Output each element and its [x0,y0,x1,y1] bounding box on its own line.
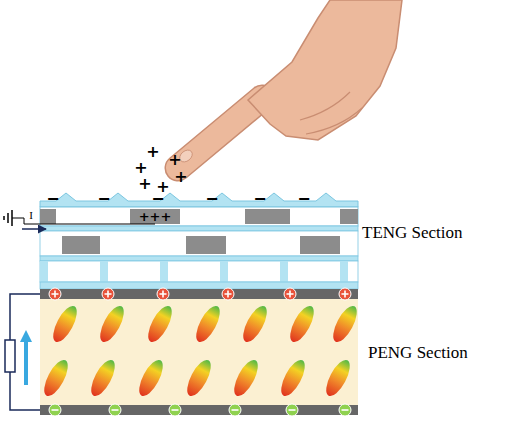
electrode-block [62,236,100,254]
dipole [87,357,120,400]
dipole [239,303,272,346]
charge-sign: − [297,191,310,207]
spacer-post [220,261,228,282]
section-label: TENG Section [362,224,463,241]
electrode-block [340,209,358,224]
spacer-layer [40,207,358,226]
charge-sign: + [138,176,151,192]
minus-mark [232,409,239,411]
hand-crease [300,92,350,120]
negative-charge-row [49,404,351,416]
plus-mark [52,291,59,298]
substrate-layer [40,226,358,231]
ground-symbol [3,216,5,220]
electrode-block [40,209,56,224]
negative-charge-symbol [229,404,241,416]
positive-charge-symbol [102,288,114,300]
charge-sign: + [146,144,159,160]
spacer-layer [40,261,358,282]
current-label: I [29,210,33,221]
negative-charge-symbol [169,404,181,416]
dipole [329,303,362,346]
negative-charge-symbol [286,404,298,416]
negative-charge-symbol [109,404,121,416]
dipole [183,357,216,400]
bottom-electrode [40,405,358,415]
positive-charge-symbol [339,288,351,300]
top-electrode [40,289,358,299]
minus-mark [112,409,119,411]
charge-sign: +++ [139,210,172,223]
plus-mark [160,291,167,298]
substrate-layer [40,282,358,289]
minus-mark [342,409,349,411]
charge-sign: + [134,160,147,176]
minus-mark [289,409,296,411]
spacer-post [280,261,288,282]
charge-sign: − [97,191,110,207]
current-arrow [22,228,46,230]
dipole [286,303,319,346]
ground-wire [12,218,155,224]
charge-sign: + [168,152,181,168]
electrode-block [186,236,226,254]
finger-outline [178,98,262,168]
dipole [96,303,129,346]
positive-charge-row [49,288,351,300]
negative-charge-symbol [49,404,61,416]
plus-mark [287,291,294,298]
charge-sign: + [174,169,187,185]
piezo-layer [40,299,358,405]
hand-palm [248,0,402,140]
spacer-post [160,261,168,282]
minus-mark [52,409,59,411]
charge-sign: − [46,191,59,207]
dipole [230,357,263,400]
dipole [49,303,82,346]
hand-crease [306,108,362,134]
plus-mark [225,291,232,298]
spacer-post [40,261,48,282]
dipole-row [40,357,355,400]
charge-sign: − [151,191,164,207]
positive-charge-symbol [157,288,169,300]
finger [178,98,262,168]
current-arrow [24,336,28,385]
positive-charge-symbol [49,288,61,300]
charge-sign: − [253,191,266,207]
spacer-post [100,261,108,282]
spacer-post [340,261,348,282]
section-label: PENG Section [368,344,468,361]
dipole [40,357,73,400]
resistor-symbol [5,340,15,372]
substrate-layer [40,256,358,261]
plus-mark [105,291,112,298]
electrode-block [300,236,340,254]
positive-charge-symbol [284,288,296,300]
dipole [135,357,168,400]
negative-charge-symbol [339,404,351,416]
minus-mark [172,409,179,411]
ground-symbol [7,213,9,223]
dipole [322,357,355,400]
electrode-block [130,209,180,224]
dipole [192,303,225,346]
spacer-layer [40,231,358,256]
positive-charge-symbol [222,288,234,300]
charge-sign: − [205,191,218,207]
dipole [144,303,177,346]
plus-mark [342,291,349,298]
dipole-row [49,303,362,346]
dipole [277,357,310,400]
electrode-block [245,209,290,224]
